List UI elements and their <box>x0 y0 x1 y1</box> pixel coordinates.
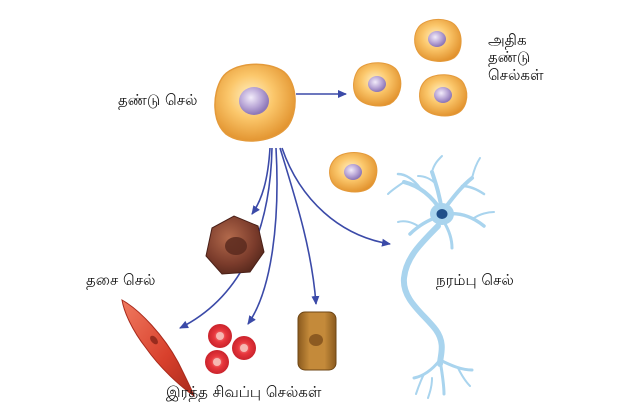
tan-cell-icon <box>297 311 337 371</box>
arrow-to-brown-cell <box>251 147 271 215</box>
stem-cell-icon <box>329 152 378 193</box>
neuron-cell-body <box>430 203 454 225</box>
arrow-to-tan-cell <box>279 147 320 305</box>
red-blood-cell-icon <box>205 350 229 374</box>
red-blood-cell-icon <box>232 336 256 360</box>
muscle-cell-icon <box>121 299 195 398</box>
macrophage-cell-icon <box>205 215 265 275</box>
muscle-cell-label: தசை செல் <box>86 271 156 289</box>
red-blood-cells-label: இரத்த சிவப்பு செல்கள் <box>166 383 322 401</box>
nerve-cell-label: நரம்பு செல் <box>436 271 514 289</box>
arrow-to-nerve-cell <box>281 147 391 247</box>
more-stem-cells-group <box>329 19 468 193</box>
stem-cell-icon <box>414 19 462 62</box>
more-stem-cells-label: அதிக தண்டு செல்கள் <box>488 31 544 84</box>
stem-cell-icon <box>214 63 296 142</box>
red-blood-cell-icon <box>208 324 232 348</box>
more-stem-cells-label-line-3: செல்கள் <box>488 65 544 84</box>
arrow-to-red-blood-cells <box>247 147 278 325</box>
stem-cell-icon <box>419 74 468 117</box>
stem-cell-label: தண்டு செல் <box>118 91 198 109</box>
more-stem-cells-label-line-2: தண்டு <box>488 48 531 67</box>
red-blood-cells-icon <box>205 324 256 374</box>
stem-cell-icon <box>353 62 402 107</box>
more-stem-cells-label-line-1: அதிக <box>488 31 527 49</box>
